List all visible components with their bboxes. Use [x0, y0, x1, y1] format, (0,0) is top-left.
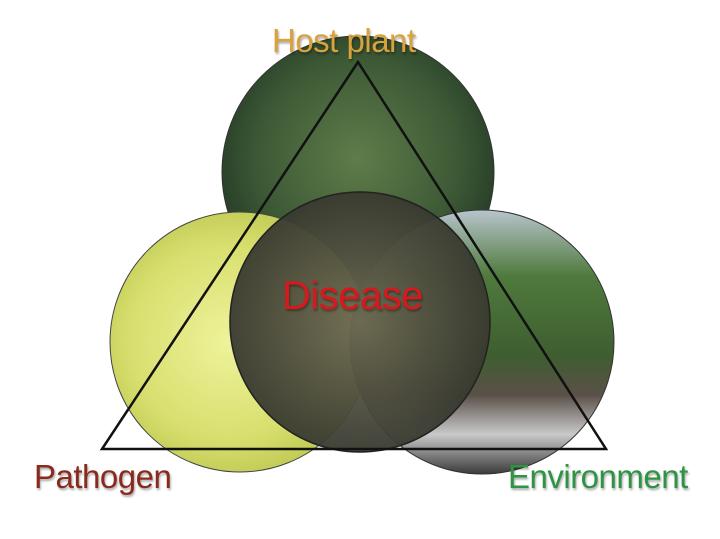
disease-circle — [229, 191, 491, 453]
disease-label: Disease — [282, 274, 424, 318]
host-plant-label: Host plant — [272, 22, 416, 59]
pathogen-label: Pathogen — [34, 458, 172, 495]
environment-label: Environment — [508, 458, 688, 495]
disease-triangle — [99, 59, 609, 451]
